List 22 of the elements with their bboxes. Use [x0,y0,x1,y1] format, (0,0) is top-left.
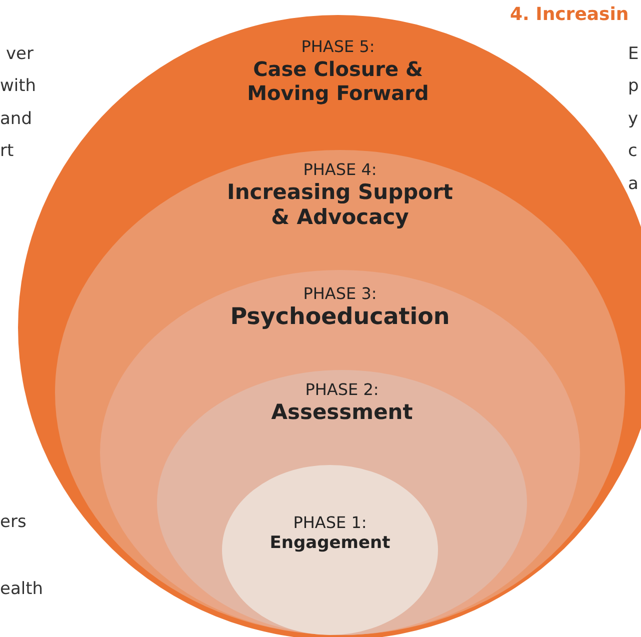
phase-number: PHASE 4: [303,160,377,180]
phase-title: Assessment [271,400,413,426]
body-text: rt [0,141,14,161]
phase-title: Increasing Support & Advocacy [226,180,454,230]
phase-title: Engagement [270,533,390,554]
body-text: and [0,109,32,129]
body-text: with [0,76,36,96]
phase-number: PHASE 2: [305,380,379,400]
body-text: p [628,76,639,96]
body-text: c [628,141,638,161]
phase-number: PHASE 3: [303,284,377,304]
body-text: ers [0,512,26,532]
section-heading: 4. Increasin [510,4,629,25]
phase-number: PHASE 1: [293,513,367,533]
body-text: a [628,174,638,194]
body-text: ealth [0,579,44,599]
phase-number: PHASE 5: [301,37,375,57]
phase-title: Psychoeducation [230,304,450,332]
body-text: E [628,44,639,64]
phase-title: Case Closure & Moving Forward [246,57,430,105]
body-text: y [628,109,638,129]
body-text: ver [6,44,34,64]
